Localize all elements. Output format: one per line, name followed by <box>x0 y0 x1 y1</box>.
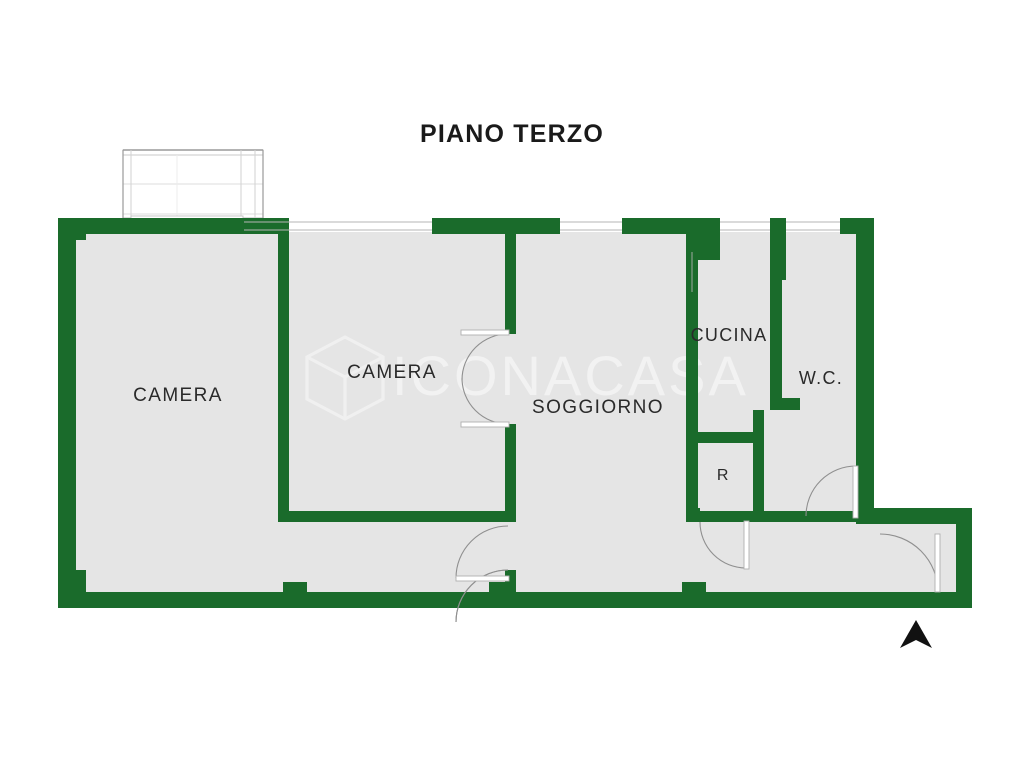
room-label-cucina: CUCINA <box>691 325 768 345</box>
door-r-room <box>699 520 750 570</box>
cube-logo <box>305 335 385 421</box>
door-soggiorno-bottom <box>455 525 510 623</box>
door-entrance <box>879 533 941 593</box>
balcony-top-left <box>122 149 264 222</box>
walls <box>58 218 972 608</box>
door-camera2-soggiorno-lower <box>460 377 510 428</box>
room-label-soggiorno: SOGGIORNO <box>532 397 664 418</box>
entrance-arrow <box>900 620 932 648</box>
room-label-wc: W.C. <box>799 368 843 388</box>
room-label-camera-1: CAMERA <box>133 385 223 406</box>
room-label-camera-2: CAMERA <box>347 362 437 383</box>
floor-area <box>76 232 972 592</box>
windows <box>244 221 840 231</box>
doors <box>455 252 941 623</box>
room-label-ripostiglio: R <box>717 467 729 484</box>
door-wc <box>805 465 859 519</box>
door-camera2-soggiorno-upper <box>460 329 510 381</box>
page-title: PIANO TERZO <box>419 120 605 148</box>
